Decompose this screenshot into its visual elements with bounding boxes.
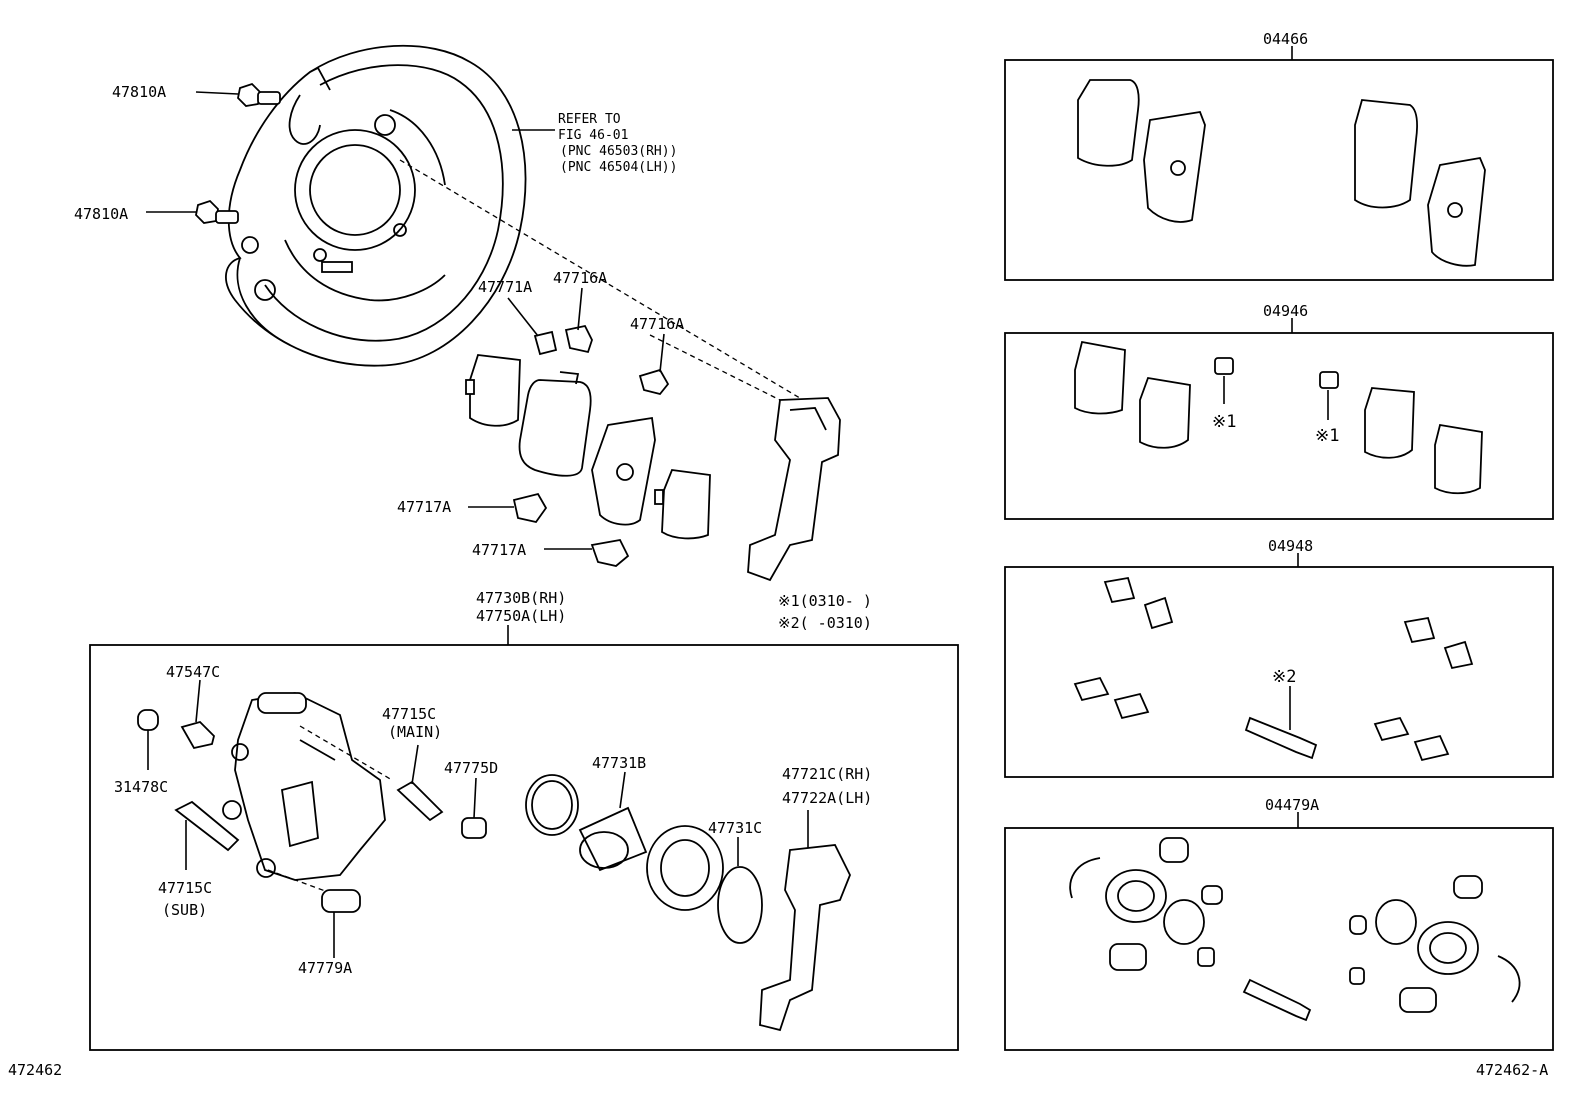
label-47721c: 47721C(RH): [782, 765, 872, 783]
kit-04946-shims: [1074, 340, 1483, 495]
kit-04946-box: [1004, 332, 1554, 520]
kit-04466-box: [1004, 59, 1554, 281]
part-47547c: [180, 720, 215, 750]
clip-47716a-2: [638, 368, 670, 396]
bolt-bottom: [195, 199, 239, 224]
pad-right: [591, 416, 656, 526]
label-47547c: 47547C: [166, 663, 220, 681]
kit-04466-pads: [1077, 79, 1486, 267]
caliper-bracket-lower: [759, 844, 851, 1032]
label-47715c-main: 47715C: [382, 705, 436, 723]
label-31478c: 31478C: [114, 778, 168, 796]
caliper-assembly-box: [89, 644, 959, 1051]
label-47810a-bottom: 47810A: [74, 205, 128, 223]
part-31478c: [137, 709, 159, 731]
label-refer-line2: FIG 46-01: [558, 128, 628, 143]
clip-47717a-2: [590, 538, 630, 567]
kit-04479a-box: [1004, 827, 1554, 1051]
label-refer-line3: (PNC 46503(RH)): [560, 144, 677, 159]
label-47731b: 47731B: [592, 754, 646, 772]
shim-left: [465, 354, 521, 427]
label-note1: ※1(0310- ): [778, 592, 872, 610]
footer-right-code: 472462-A: [1476, 1061, 1548, 1079]
part-47779a: [321, 889, 361, 913]
label-star1-right: ※1: [1315, 426, 1339, 446]
label-47730b: 47730B(RH): [476, 589, 566, 607]
label-47779a: 47779A: [298, 959, 352, 977]
footer-left-code: 472462: [8, 1061, 62, 1079]
label-47715c-main-sub: (MAIN): [388, 723, 442, 741]
clip-47717a-1: [512, 492, 548, 524]
part-47775d: [461, 817, 487, 839]
kit-04948-box: [1004, 566, 1554, 778]
boot-47731c: [646, 825, 724, 911]
clip-47716a-1: [564, 324, 593, 354]
label-47716a-2: 47716A: [630, 315, 684, 333]
kit-04948-clips: [1073, 576, 1474, 762]
label-star1-left: ※1: [1212, 412, 1236, 432]
piston-47731b: [578, 806, 648, 872]
seal-47731b: [525, 774, 579, 836]
label-47810a-top: 47810A: [112, 83, 166, 101]
bolt-top: [237, 82, 281, 107]
ring-47731c: [717, 866, 763, 944]
label-star2: ※2: [1272, 667, 1296, 687]
label-kit-04479a: 04479A: [1265, 796, 1319, 814]
label-47715c-sub-sub: (SUB): [162, 901, 207, 919]
label-47715c-sub: 47715C: [158, 879, 212, 897]
label-47716a-1: 47716A: [553, 269, 607, 287]
part-47715c-sub: [174, 800, 240, 852]
label-47717a-2: 47717A: [472, 541, 526, 559]
pad-left: [518, 371, 592, 477]
label-note2: ※2( -0310): [778, 614, 872, 632]
backing-plate: [225, 44, 527, 367]
label-refer-line1: REFER TO: [558, 112, 621, 127]
clip-47771a: [533, 330, 558, 356]
part-47715c-main: [396, 780, 444, 822]
label-47722a: 47722A(LH): [782, 789, 872, 807]
label-kit-04948: 04948: [1268, 537, 1313, 555]
label-kit-04946: 04946: [1263, 302, 1308, 320]
label-47717a-1: 47717A: [397, 498, 451, 516]
caliper-body: [222, 692, 386, 881]
label-47771a: 47771A: [478, 278, 532, 296]
caliper-bracket-upper: [747, 397, 841, 582]
label-kit-04466: 04466: [1263, 30, 1308, 48]
label-47775d: 47775D: [444, 759, 498, 777]
shim-right: [654, 469, 711, 540]
label-refer-line4: (PNC 46504(LH)): [560, 160, 677, 175]
kit-04479a-seals: [1069, 837, 1521, 1022]
label-47731c: 47731C: [708, 819, 762, 837]
label-47750a: 47750A(LH): [476, 607, 566, 625]
